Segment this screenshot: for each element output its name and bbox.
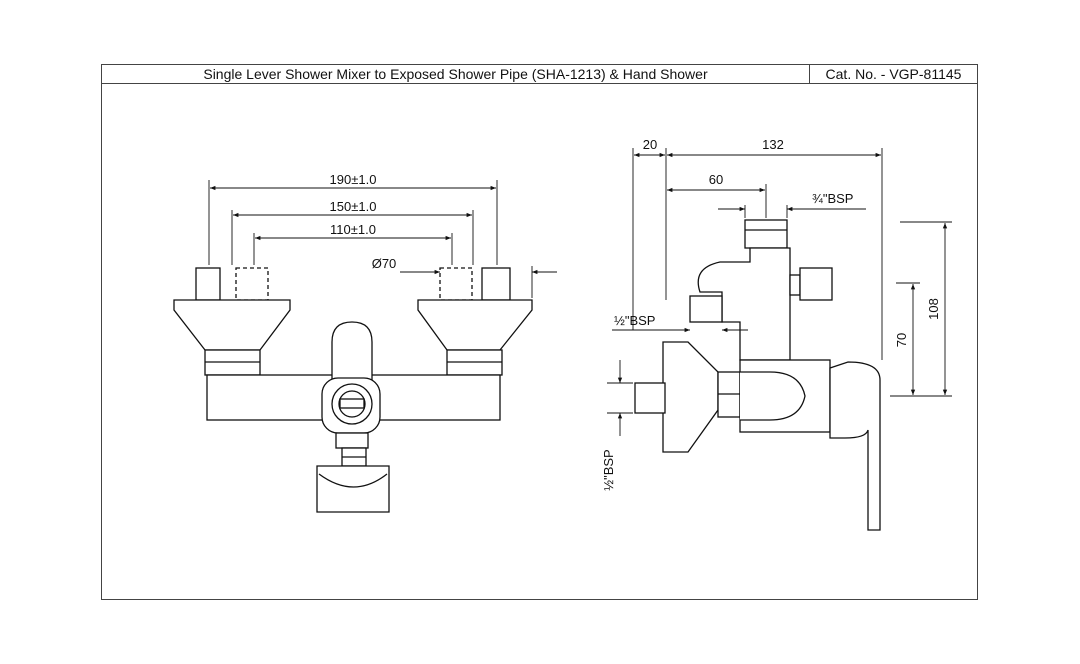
thread-label-left: ½"BSP — [614, 313, 655, 328]
side-knob — [799, 267, 833, 301]
dim-label-60: 60 — [709, 172, 723, 187]
thread-label-bottom: ½"BSP — [601, 449, 616, 490]
diverter-curve — [318, 473, 388, 488]
title-block: Single Lever Shower Mixer to Exposed Sho… — [102, 65, 977, 84]
diverter-bottom — [316, 465, 390, 513]
cartridge — [321, 377, 381, 434]
dim-label-150: 150±1.0 — [330, 199, 377, 214]
dim-label-110: 110±1.0 — [330, 222, 376, 237]
left-inlet — [173, 267, 291, 376]
lever-handle — [331, 321, 373, 385]
top-outlet — [744, 219, 788, 249]
side-view — [634, 219, 881, 531]
right-inlet — [417, 267, 533, 376]
title-divider — [809, 65, 810, 83]
dim-label-70: 70 — [894, 333, 909, 347]
inlet-pipe — [634, 382, 666, 414]
dim-label-190: 190±1.0 — [330, 172, 377, 187]
upper-body — [697, 247, 791, 361]
wall-flange — [662, 341, 719, 453]
drawing-title: Single Lever Shower Mixer to Exposed Sho… — [203, 66, 708, 82]
side-dimensions — [607, 148, 952, 436]
dim-label-20: 20 — [643, 137, 657, 152]
left-outlet — [689, 295, 723, 323]
drawing-sheet: Single Lever Shower Mixer to Exposed Sho… — [101, 64, 978, 600]
outlet-stem — [335, 432, 369, 449]
dim-label-132: 132 — [762, 137, 784, 152]
side-lever — [829, 361, 881, 531]
catalog-number: Cat. No. - VGP-81145 — [825, 66, 962, 82]
dim-label-108: 108 — [926, 298, 941, 320]
thread-label-top: ¾"BSP — [812, 191, 853, 206]
dim-label-diameter: Ø70 — [372, 256, 397, 271]
front-view — [173, 267, 533, 513]
front-dimensions — [208, 180, 557, 298]
